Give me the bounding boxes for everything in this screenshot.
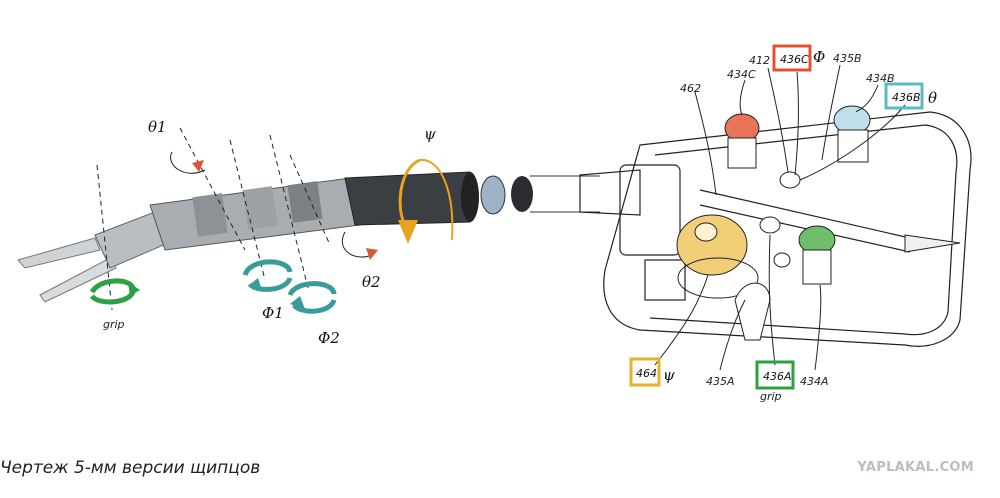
boxed-label-464: 464 ψ: [629, 357, 675, 387]
label-462: 462: [680, 82, 701, 95]
phi1-rotation-arrow: [242, 259, 293, 292]
phi1-label: Φ1: [262, 304, 284, 322]
grip-rotation-arrow: [89, 278, 140, 305]
label-435a: 435A: [706, 375, 735, 388]
theta2-label: θ2: [362, 273, 381, 291]
instrument-shaft: [344, 171, 600, 226]
label-434a: 434A: [800, 375, 829, 388]
boxed-label-436b: 436B θ: [884, 82, 937, 110]
boxed-label-436a: 436A grip: [755, 360, 795, 403]
svg-text:θ: θ: [928, 89, 937, 107]
psi-rotation-arrow: [398, 158, 454, 244]
svg-text:464: 464: [636, 367, 657, 380]
phi2-rotation-arrow: [287, 281, 337, 314]
theta2-rotation-arrow: [342, 231, 378, 260]
theta1-label: θ1: [148, 118, 167, 136]
yellow-knob-464: [676, 214, 759, 299]
blue-knob-434b: [833, 105, 871, 163]
grip-label: grip: [103, 318, 125, 331]
svg-text:436B: 436B: [892, 91, 921, 104]
label-434c: 434C: [727, 68, 756, 81]
svg-text:grip: grip: [760, 390, 782, 403]
svg-text:Φ: Φ: [813, 48, 825, 66]
green-knob-434a: [798, 225, 836, 285]
boxed-label-436c: 436C Φ: [772, 44, 825, 72]
watermark: YAPLAKAL.COM: [857, 460, 974, 475]
label-412: 412: [749, 54, 770, 67]
output-shaft: [904, 234, 961, 253]
leader-lines: [654, 64, 906, 371]
svg-text:ψ: ψ: [663, 366, 675, 384]
red-knob-434c: [724, 113, 760, 169]
instrument-jaws: [17, 209, 176, 303]
svg-text:436C: 436C: [780, 53, 809, 66]
svg-text:436A: 436A: [763, 370, 792, 383]
dashed-axes: [96, 127, 331, 311]
phi2-label: Φ2: [318, 329, 340, 347]
psi-label: ψ: [424, 125, 436, 143]
lever-435a: [734, 282, 771, 341]
drive-housing: [579, 111, 972, 347]
instrument-wrist: [149, 177, 361, 251]
pulley-screws: [759, 171, 801, 268]
theta1-rotation-arrow: [170, 151, 206, 174]
label-435b: 435B: [833, 52, 862, 65]
figure-caption: Чертеж 5-мм версии щипцов: [0, 458, 261, 478]
label-434b: 434B: [866, 72, 895, 85]
